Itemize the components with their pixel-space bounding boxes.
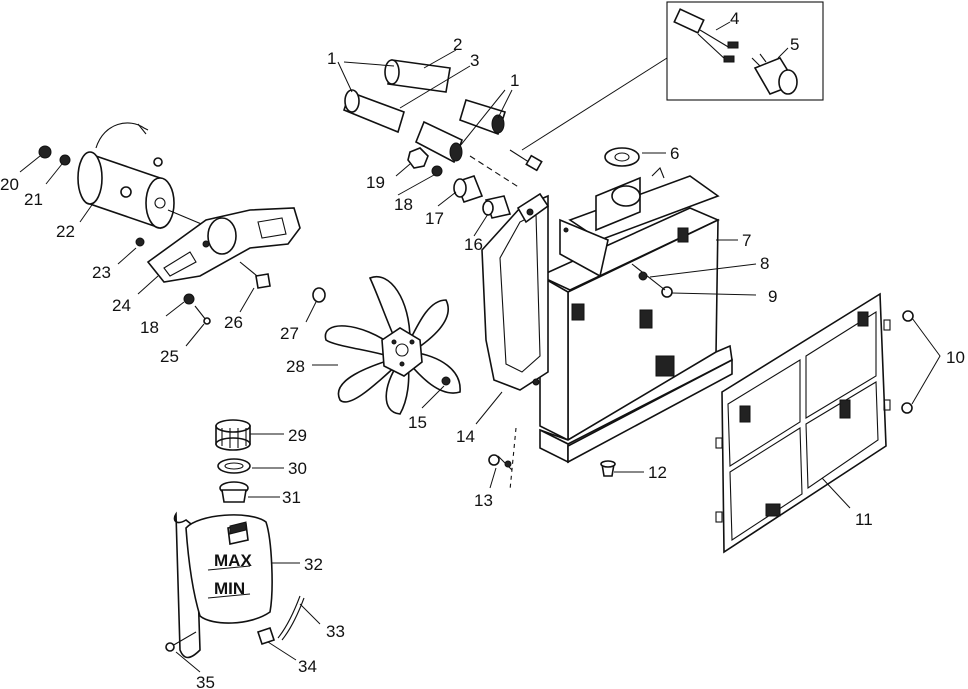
screw-part-35 bbox=[165, 631, 197, 652]
neck-part-31 bbox=[219, 481, 249, 503]
callout-25: 25 bbox=[160, 347, 179, 366]
motor-part-22 bbox=[77, 122, 231, 237]
callout-10: 10 bbox=[946, 348, 965, 367]
callout-22: 22 bbox=[56, 222, 75, 241]
radiator-cap-part-6 bbox=[604, 147, 640, 167]
callout-23: 23 bbox=[92, 263, 111, 282]
radiator-part-7 bbox=[538, 167, 733, 464]
screen-part-11 bbox=[715, 292, 891, 554]
tank-min-mark: MIN bbox=[214, 579, 245, 598]
hose-part-33 bbox=[277, 595, 305, 641]
callout-32: 32 bbox=[304, 555, 323, 574]
nut-part-20 bbox=[38, 145, 52, 159]
callout-18-upper: 18 bbox=[394, 195, 413, 214]
callout-13: 13 bbox=[474, 491, 493, 510]
hose-part-1-right bbox=[414, 98, 507, 164]
callout-8: 8 bbox=[760, 254, 769, 273]
switch-part-5 bbox=[751, 53, 798, 95]
callout-12: 12 bbox=[648, 463, 667, 482]
spacer-part-27 bbox=[312, 287, 326, 303]
callout-20: 20 bbox=[0, 175, 19, 194]
callout-1-right: 1 bbox=[510, 71, 519, 90]
callout-33: 33 bbox=[326, 622, 345, 641]
callout-34: 34 bbox=[298, 657, 317, 676]
screw-part-25 bbox=[194, 305, 211, 325]
callout-7: 7 bbox=[742, 231, 751, 250]
callout-18-lower: 18 bbox=[140, 318, 159, 337]
callout-26: 26 bbox=[224, 313, 243, 332]
bolt-part-13 bbox=[488, 427, 517, 491]
callout-31: 31 bbox=[282, 488, 301, 507]
washer-part-21 bbox=[59, 154, 71, 166]
callout-16: 16 bbox=[464, 235, 483, 254]
callout-21: 21 bbox=[24, 190, 43, 209]
grommet-part-12 bbox=[600, 460, 616, 477]
callout-5: 5 bbox=[790, 35, 799, 54]
callout-30: 30 bbox=[288, 459, 307, 478]
clamp-part-34 bbox=[256, 626, 276, 646]
fitting-part-16 bbox=[482, 195, 512, 219]
leader-lines bbox=[19, 21, 941, 673]
callout-14: 14 bbox=[456, 427, 475, 446]
callout-4: 4 bbox=[730, 9, 739, 28]
callout-24: 24 bbox=[112, 296, 131, 315]
callout-27: 27 bbox=[280, 324, 299, 343]
tank-max-mark: MAX bbox=[214, 551, 252, 570]
callout-19: 19 bbox=[366, 173, 385, 192]
callout-28: 28 bbox=[286, 357, 305, 376]
wire-harness-part-4 bbox=[673, 8, 739, 63]
thermostat-part-17 bbox=[453, 175, 484, 203]
callout-29: 29 bbox=[288, 426, 307, 445]
bolt-part-26 bbox=[239, 261, 271, 289]
callout-35: 35 bbox=[196, 673, 215, 689]
inset-box bbox=[666, 1, 824, 101]
callout-11: 11 bbox=[855, 510, 873, 529]
nut-part-10 bbox=[901, 310, 914, 414]
fan-part-28 bbox=[324, 275, 461, 415]
filler-cap-part-29 bbox=[215, 419, 251, 451]
nut-part-23 bbox=[135, 237, 145, 247]
hose-part-2 bbox=[384, 59, 451, 93]
callout-labels: 1 1 2 3 4 5 6 7 8 9 10 11 12 13 14 15 16… bbox=[0, 9, 965, 689]
callout-6: 6 bbox=[670, 144, 679, 163]
nut-part-15 bbox=[441, 376, 451, 386]
nut-part-19 bbox=[407, 147, 429, 169]
fan-shroud-part-14 bbox=[481, 192, 550, 391]
washer-part-8 bbox=[638, 271, 648, 281]
callout-2: 2 bbox=[453, 35, 462, 54]
callout-15: 15 bbox=[408, 413, 427, 432]
gasket-part-30 bbox=[217, 458, 251, 474]
washer-part-18-upper bbox=[431, 165, 443, 177]
callout-3: 3 bbox=[470, 51, 479, 70]
overflow-tank-part-32: MAX MIN bbox=[173, 511, 273, 659]
washer-part-18-lower bbox=[183, 293, 195, 305]
callout-9: 9 bbox=[768, 287, 777, 306]
hose-part-3 bbox=[343, 89, 405, 134]
callout-1-left: 1 bbox=[327, 49, 336, 68]
bolt-part-9 bbox=[631, 263, 673, 298]
callout-17: 17 bbox=[425, 209, 444, 228]
bracket-part-24 bbox=[146, 207, 301, 283]
